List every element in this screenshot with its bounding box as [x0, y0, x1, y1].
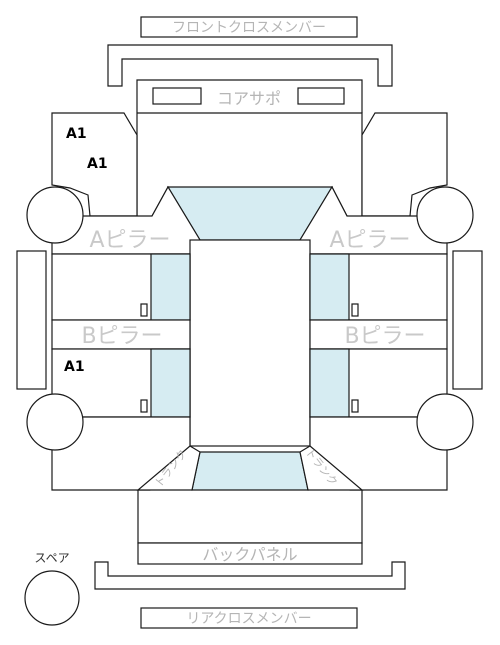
trunk-right-panel[interactable] [299, 445, 364, 491]
rear-cross-member-label: リアクロスメンバー [186, 611, 311, 627]
b-pillar-left-label: Bピラー [81, 324, 162, 349]
spare-tire[interactable] [24, 570, 80, 626]
left-side-skirt[interactable] [16, 250, 47, 390]
rear-left-window[interactable] [150, 348, 191, 418]
back-panel-box[interactable] [137, 542, 363, 565]
rear-left-wheel[interactable] [26, 393, 84, 451]
rear-left-door-handle[interactable] [140, 399, 148, 413]
rear-window[interactable] [191, 451, 309, 491]
a-pillar-left-label: Aピラー [89, 228, 170, 253]
front-right-door-handle[interactable] [351, 303, 359, 317]
back-panel-label: バックパネル [202, 545, 297, 564]
front-cross-member-label: フロントクロスメンバー [172, 20, 326, 36]
b-pillar-left[interactable] [51, 319, 191, 350]
front-right-window[interactable] [309, 253, 350, 321]
front-left-wheel[interactable] [26, 186, 84, 244]
front-left-mark-2: A1 [87, 156, 108, 172]
core-support-right-slot [297, 87, 345, 105]
front-left-mark-1: A1 [66, 126, 87, 142]
b-pillar-right-label: Bピラー [344, 324, 425, 349]
front-right-wheel[interactable] [416, 186, 474, 244]
roof-panel[interactable] [189, 239, 311, 447]
front-bumper[interactable] [107, 44, 393, 87]
rear-right-wheel[interactable] [416, 393, 474, 451]
rear-right-door-handle[interactable] [351, 399, 359, 413]
front-left-window[interactable] [150, 253, 191, 321]
rear-cross-member-box[interactable] [140, 607, 358, 629]
trunk-lid[interactable] [137, 490, 363, 544]
spare-label: スペア [34, 551, 69, 565]
core-support[interactable] [136, 79, 363, 113]
b-pillar-right[interactable] [309, 319, 448, 350]
front-cross-member-box[interactable] [140, 16, 358, 38]
rear-bumper[interactable] [94, 561, 406, 590]
trunk-left-panel[interactable] [136, 445, 201, 491]
a-pillar-right-label: Aピラー [329, 228, 410, 253]
core-support-left-slot [152, 87, 202, 105]
right-side-skirt[interactable] [452, 250, 483, 390]
front-left-door-handle[interactable] [140, 303, 148, 317]
rear-right-window[interactable] [309, 348, 350, 418]
core-support-label: コアサポ [217, 89, 281, 108]
rear-left-mark: A1 [64, 359, 85, 375]
